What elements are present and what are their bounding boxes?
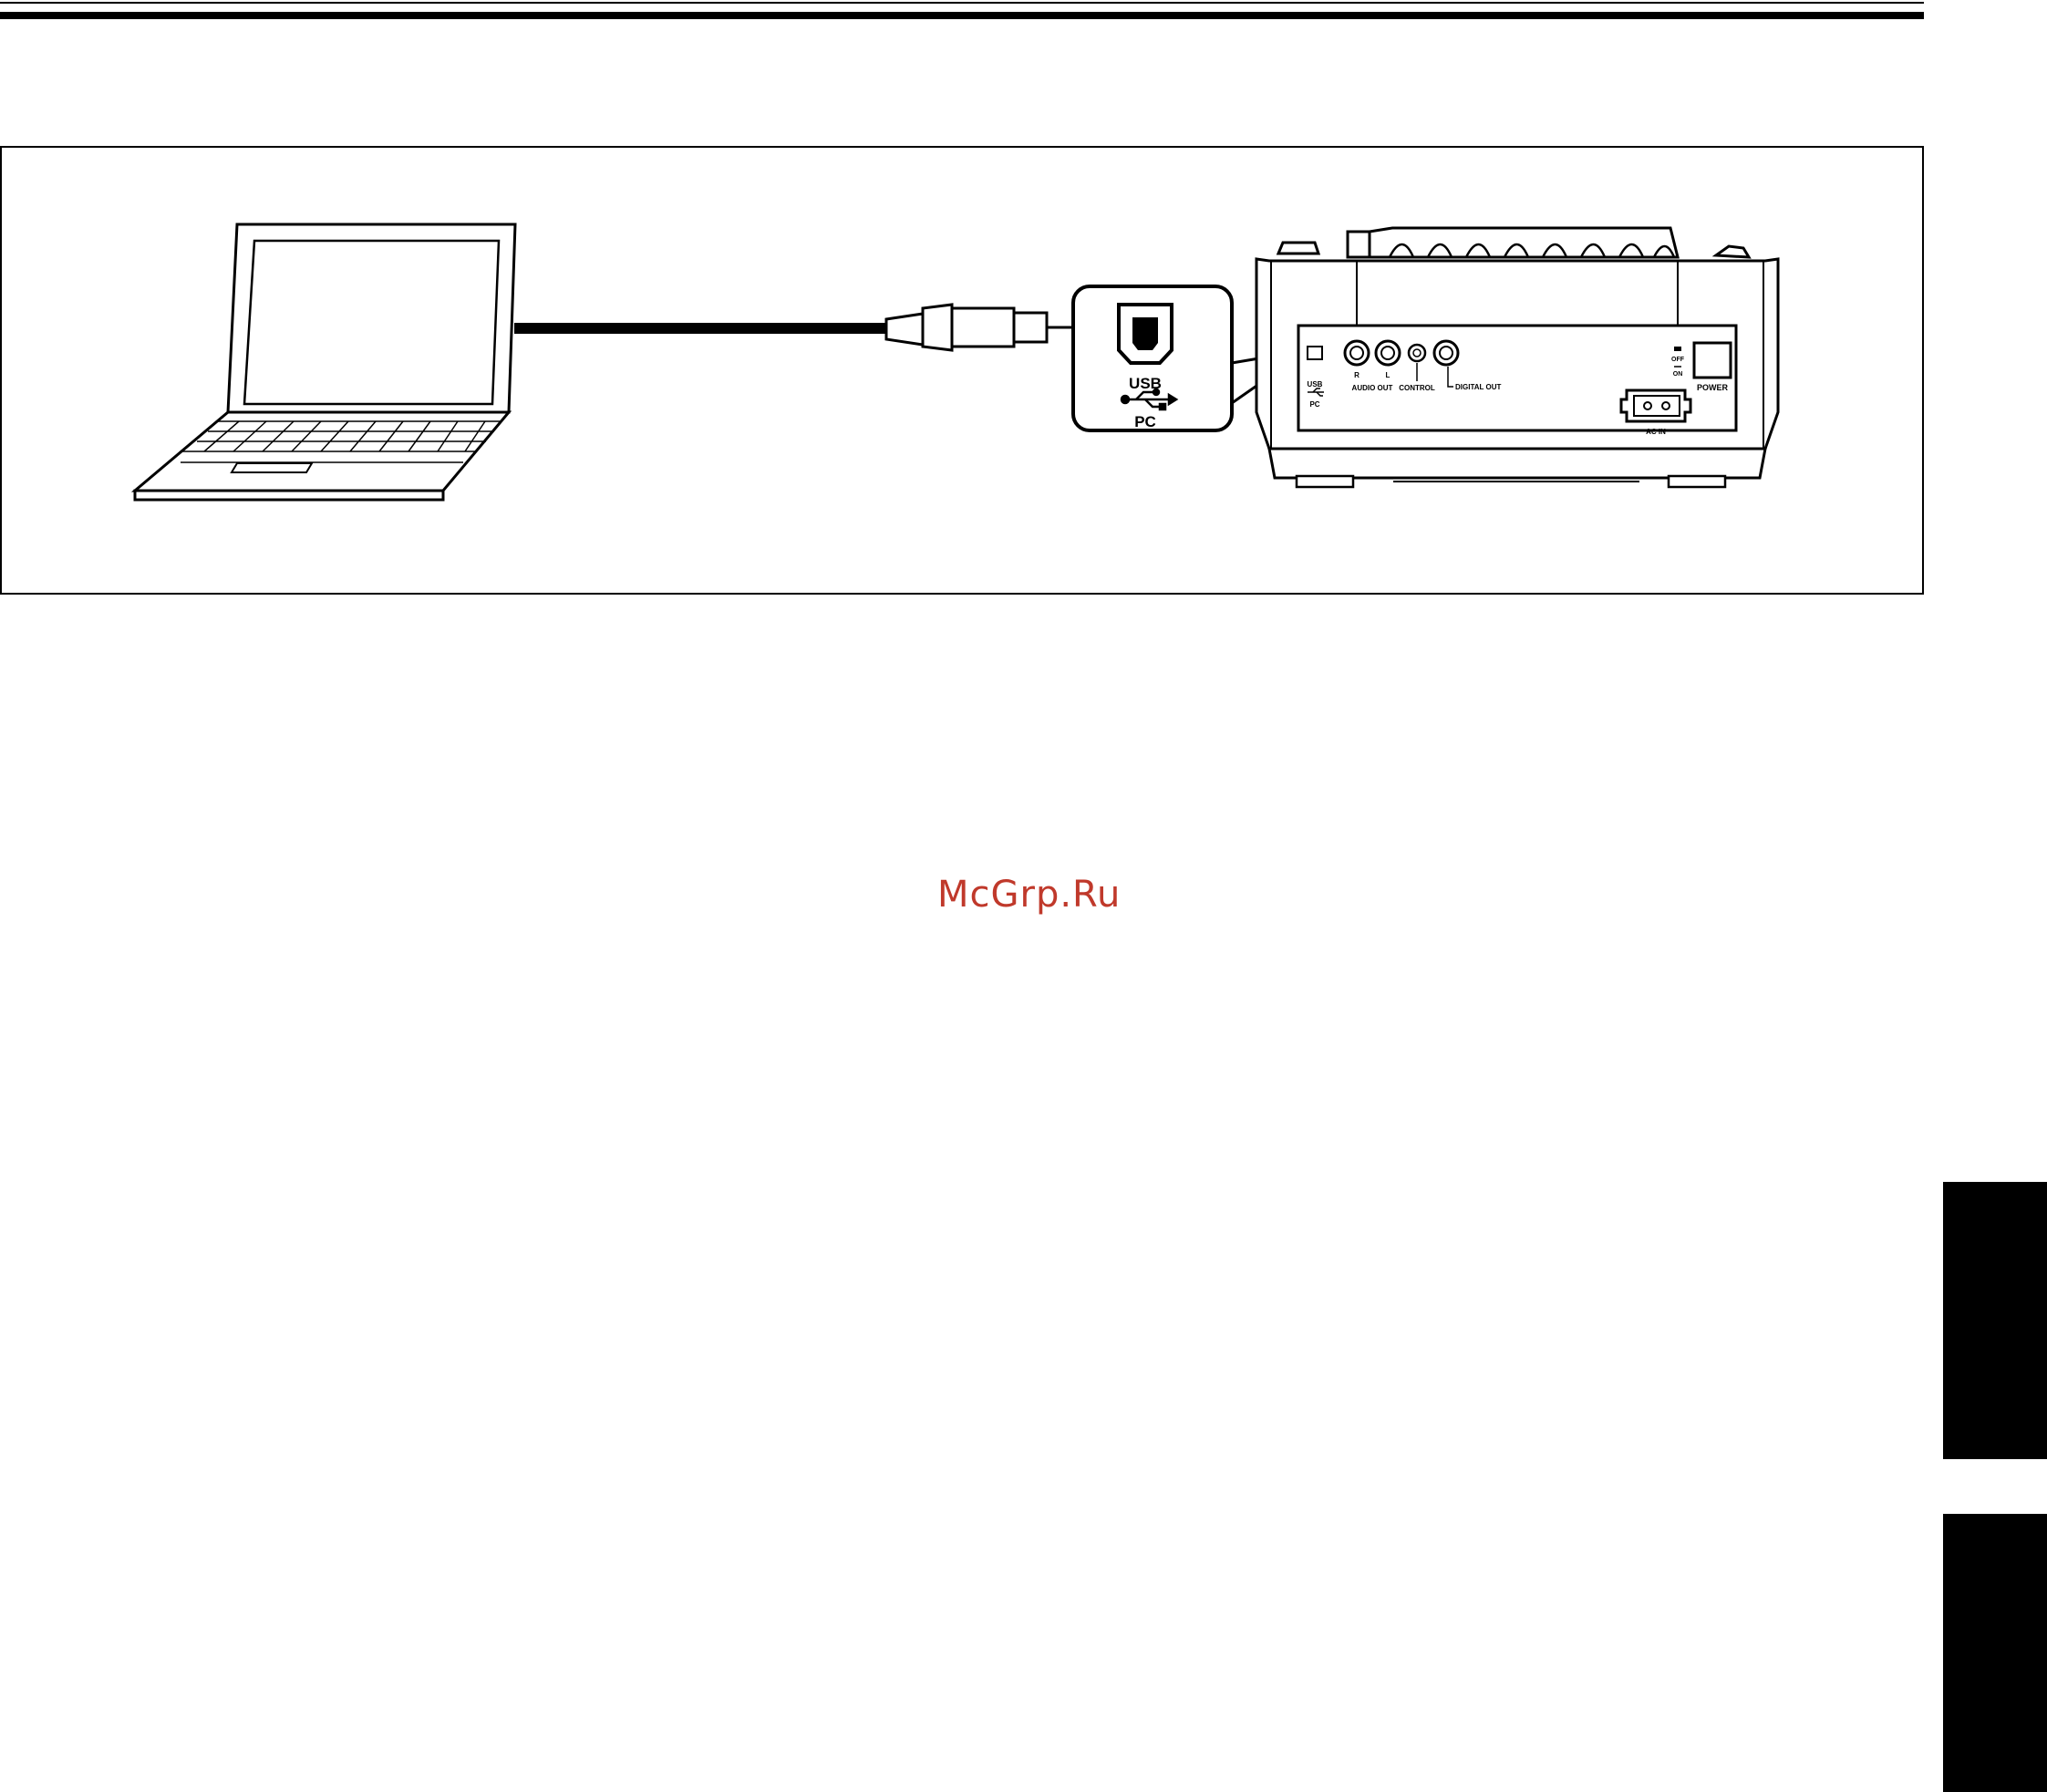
device-pc-label: PC	[1309, 400, 1319, 409]
audio-out-r-jack	[1345, 341, 1369, 365]
power-label: POWER	[1697, 383, 1729, 392]
cd-player-rear: USB PC R L AUDIO OUT	[1256, 228, 1778, 487]
switch-off-label: OFF	[1671, 357, 1685, 363]
ac-inlet	[1621, 390, 1690, 421]
device-usb-port	[1308, 347, 1322, 359]
connection-diagram: USB PC	[0, 146, 1924, 595]
diagram-canvas: USB PC	[2, 148, 1926, 596]
control-label: CONTROL	[1399, 384, 1435, 392]
laptop	[135, 224, 515, 500]
usb-cable	[514, 305, 1114, 350]
device-usb-label: USB	[1308, 380, 1323, 388]
switch-on-label: ON	[1673, 371, 1683, 378]
section-edge-tab-lower	[1943, 1514, 2047, 1792]
header-rule-thin	[0, 2, 1924, 4]
audio-out-l-jack	[1376, 341, 1400, 365]
section-edge-tab-upper	[1943, 1182, 2047, 1459]
callout-pc-label: PC	[1134, 413, 1156, 430]
watermark: McGrp.Ru	[937, 874, 1121, 916]
jack-l-label: L	[1386, 371, 1391, 379]
ac-in-label: AC IN	[1646, 428, 1666, 436]
header-rule	[0, 12, 1924, 19]
digital-out-label: DIGITAL OUT	[1455, 383, 1501, 391]
audio-out-label: AUDIO OUT	[1352, 384, 1393, 392]
jack-r-label: R	[1354, 371, 1359, 379]
